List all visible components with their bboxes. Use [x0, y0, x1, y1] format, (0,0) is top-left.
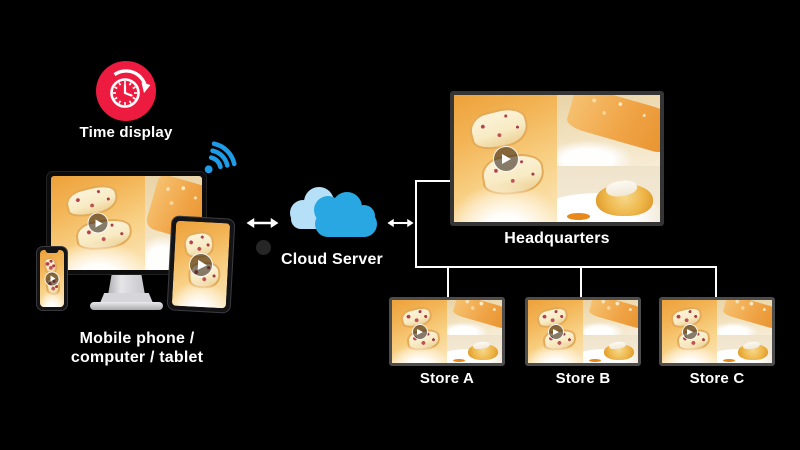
store-b-label: Store B [555, 370, 611, 387]
cake-image-pane [557, 95, 660, 167]
cloud-server-label: Cloud Server [281, 251, 383, 268]
store-c-screen [659, 297, 775, 366]
devices-label-line1: Mobile phone / [79, 330, 195, 347]
headquarters-label: Headquarters [504, 230, 610, 247]
monitor-screen-content [51, 176, 202, 270]
bread-video-pane [454, 95, 557, 222]
connector-drop-store-c [715, 266, 717, 298]
store-a-screen [389, 297, 505, 366]
connector-drop-store-b [580, 266, 582, 298]
bread-video-pane [40, 250, 64, 307]
monitor-stand-flare [100, 293, 153, 303]
store-b-screen [525, 297, 641, 366]
play-icon [492, 145, 519, 172]
phone-notch [45, 249, 59, 253]
time-display-label: Time display [79, 124, 173, 141]
connector-drop-store-a [447, 266, 449, 298]
time-clock-icon [96, 61, 156, 121]
cake-image-pane [717, 300, 772, 336]
mobile-phone-device [36, 246, 68, 311]
bread-video-pane [51, 176, 145, 270]
jam-image [722, 358, 735, 362]
tart-image-pane [447, 335, 502, 363]
play-icon [547, 323, 564, 340]
jam-image [588, 358, 601, 362]
cloud-icon [290, 187, 377, 237]
tablet-device [166, 215, 236, 314]
cake-image [721, 300, 772, 330]
bread-video-pane [171, 220, 231, 309]
cake-image-pane [447, 300, 502, 336]
tablet-screen-content [171, 220, 231, 309]
cake-image-pane [583, 300, 638, 336]
devices-label-line2: computer / tablet [70, 349, 204, 366]
headquarters-screen-content [454, 95, 660, 222]
phone-screen-content [40, 250, 64, 307]
jam-image [567, 213, 590, 220]
play-icon [44, 271, 60, 286]
monitor-device [46, 171, 207, 275]
play-icon [87, 212, 109, 234]
cake-image [565, 95, 660, 154]
monitor-stand-neck [108, 274, 145, 295]
play-icon [188, 251, 214, 278]
tart-image-pane [583, 335, 638, 363]
headquarters-screen [450, 91, 664, 226]
store-c-label: Store C [689, 370, 745, 387]
store-a-screen-content [392, 300, 502, 363]
tart-image-pane [557, 166, 660, 222]
bread-video-pane [392, 300, 447, 363]
play-icon [681, 323, 698, 340]
devices-cloud-double-arrow-icon [246, 217, 279, 229]
tart-image-pane [717, 335, 772, 363]
cake-image [587, 300, 638, 330]
cloud-headquarters-double-arrow-icon [387, 218, 414, 228]
wifi-icon [204, 141, 237, 174]
devices-label: Mobile phone / computer / tablet [37, 329, 237, 367]
decorative-dot [256, 240, 271, 255]
connector-horizontal-distribution [415, 266, 717, 268]
connector-vertical-trunk [415, 180, 417, 268]
connector-stub-headquarters [417, 180, 450, 182]
store-c-screen-content [662, 300, 772, 363]
play-icon [411, 323, 428, 340]
bread-video-pane [662, 300, 717, 363]
jam-image [452, 358, 465, 362]
monitor-stand-base [90, 302, 163, 310]
store-a-label: Store A [419, 370, 475, 387]
store-b-screen-content [528, 300, 638, 363]
cake-image [451, 300, 502, 330]
bread-video-pane [528, 300, 583, 363]
